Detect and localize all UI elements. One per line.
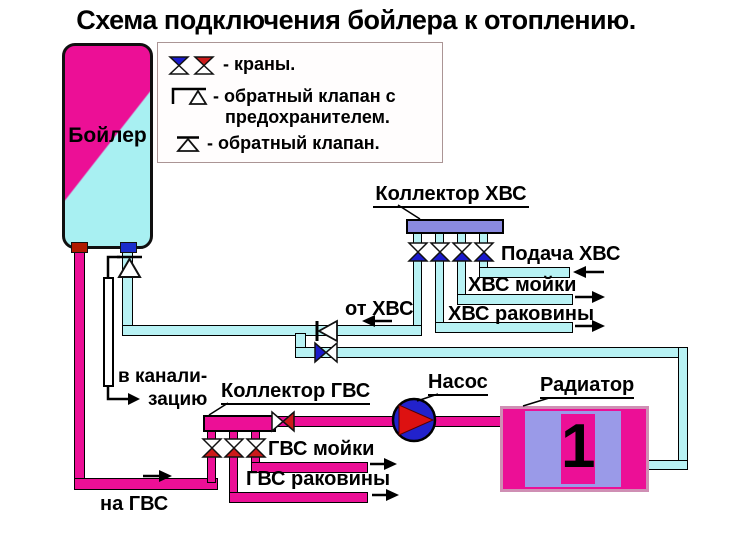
collector-cold-bar bbox=[406, 219, 504, 234]
pipe-hot-sink-run bbox=[251, 462, 368, 473]
hot-sink-label: ГВС мойки bbox=[268, 438, 375, 460]
radiator-label: Радиатор bbox=[540, 374, 635, 399]
boiler-tank: Бойлер bbox=[62, 43, 153, 249]
flow-arrow-supply-left bbox=[573, 266, 604, 278]
pipe-cold-upper-run bbox=[122, 325, 422, 336]
pipe-cold-boiler-down bbox=[122, 251, 133, 336]
pipe-cold-basin-run bbox=[435, 322, 573, 333]
legend-box: - краны. - обратный клапан с предохранит… bbox=[157, 42, 443, 163]
legend-item-check-valve: - обратный клапан. bbox=[207, 133, 380, 153]
page-title: Схема подключения бойлера к отоплению. bbox=[76, 5, 636, 35]
supply-cold-label: Подача ХВС bbox=[501, 243, 621, 265]
ball-valve-icon-cold-2 bbox=[429, 242, 451, 262]
ball-valve-red-legend-icon bbox=[193, 56, 215, 75]
legend-item-safety-check-valve: - обратный клапан с bbox=[213, 86, 396, 106]
pipe-hot-boiler-riser bbox=[74, 251, 85, 483]
pipe-cold-right-down bbox=[678, 347, 688, 470]
hot-basin-label: ГВС раковины bbox=[246, 468, 391, 490]
radiator: 1 bbox=[500, 406, 649, 492]
radiator-section: 1 bbox=[561, 414, 595, 484]
pipe-cold-sink-run bbox=[457, 294, 573, 305]
pipe-hot-bottom-run bbox=[74, 478, 218, 490]
boiler-label: Бойлер bbox=[68, 124, 147, 147]
ball-valve-blue-legend-icon bbox=[168, 56, 190, 75]
pump-label: Насос bbox=[428, 371, 488, 396]
ball-valve-icon-cold-3 bbox=[451, 242, 473, 262]
drain-pipe bbox=[103, 277, 114, 387]
pipe-hot-branch-to-boiler bbox=[207, 453, 216, 483]
legend-item-valves: - краны. bbox=[223, 54, 296, 74]
pipe-hot-heating-main bbox=[271, 416, 504, 427]
ball-valve-icon-cold-4 bbox=[473, 242, 495, 262]
collector-hot-label: Коллектор ГВС bbox=[221, 380, 371, 405]
boiler-cold-inlet-fitting bbox=[120, 242, 137, 253]
collector-hot-bar bbox=[203, 415, 276, 432]
cold-sink-label: ХВС мойки bbox=[468, 274, 577, 296]
drain-label-line2: зацию bbox=[148, 389, 208, 410]
pipe-cold-supply-run bbox=[479, 267, 570, 278]
check-valve-legend-icon bbox=[176, 136, 200, 152]
drain-arrow bbox=[106, 387, 140, 405]
callout-line-radiator bbox=[522, 397, 550, 407]
from-cold-label: от ХВС bbox=[345, 298, 414, 320]
pipe-cold-to-radiator bbox=[648, 460, 688, 470]
legend-item-safety-check-valve-line2: предохранителем. bbox=[225, 107, 390, 127]
pipe-hot-basin-run bbox=[229, 492, 368, 503]
flow-arrow-cold-sink-right bbox=[575, 291, 605, 303]
boiler-hot-outlet-fitting bbox=[71, 242, 88, 253]
collector-cold-label: Коллектор ХВС bbox=[373, 183, 529, 208]
radiator-number: 1 bbox=[561, 412, 596, 481]
pipe-cold-lower-run bbox=[295, 347, 688, 358]
pipe-cold-riser-from-collector bbox=[413, 258, 422, 331]
drain-label-line1: в канали- bbox=[118, 366, 208, 387]
cold-basin-label: ХВС раковины bbox=[448, 303, 595, 325]
to-hot-label: на ГВС bbox=[100, 493, 169, 515]
safety-check-valve-legend-icon bbox=[171, 87, 208, 105]
